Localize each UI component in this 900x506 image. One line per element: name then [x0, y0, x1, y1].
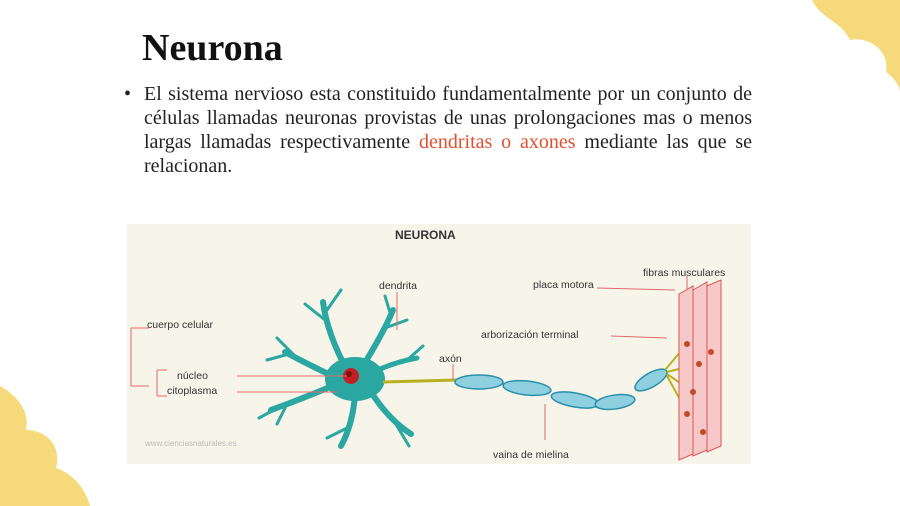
watermark: www.cienciasnaturales.es	[144, 439, 237, 448]
corner-decoration-top-right	[812, 0, 900, 92]
label-dendrite: dendrita	[379, 280, 417, 292]
label-myelin-sheath: vaina de mielina	[493, 449, 569, 461]
muscle-fibers	[678, 279, 722, 461]
diagram-title: NEURONA	[395, 228, 456, 242]
label-cytoplasm: citoplasma	[167, 385, 217, 397]
neuron-diagram: NEURONA	[127, 224, 751, 464]
label-leaders	[130, 276, 688, 440]
bullet-text-intro: El sistema nervioso esta constituido fun…	[144, 83, 752, 153]
label-motor-plate: placa motora	[533, 279, 594, 291]
slide-title: Neurona	[142, 27, 283, 69]
label-nucleus: núcleo	[177, 370, 208, 382]
highlighted-term: dendritas o axones	[418, 131, 576, 153]
myelin-sheath	[454, 368, 668, 411]
label-terminal-arborization: arborización terminal	[481, 329, 578, 341]
axon-initial-segment	[382, 378, 458, 384]
bullet-text: El sistema nervioso esta constituido fun…	[144, 82, 752, 178]
bullet-marker: •	[124, 83, 132, 105]
bullet-item: • El sistema nervioso esta constituido f…	[124, 82, 752, 178]
motor-plates	[684, 341, 714, 435]
label-axon: axón	[439, 353, 462, 365]
corner-decoration-bottom-left	[0, 386, 90, 506]
neuron-diagram-svg: NEURONA	[130, 228, 725, 461]
bullet-text-end: mediante las que se relacionan.	[144, 131, 752, 177]
label-cell-body: cuerpo celular	[147, 319, 213, 331]
label-muscle-fibers: fibras musculares	[643, 267, 725, 279]
